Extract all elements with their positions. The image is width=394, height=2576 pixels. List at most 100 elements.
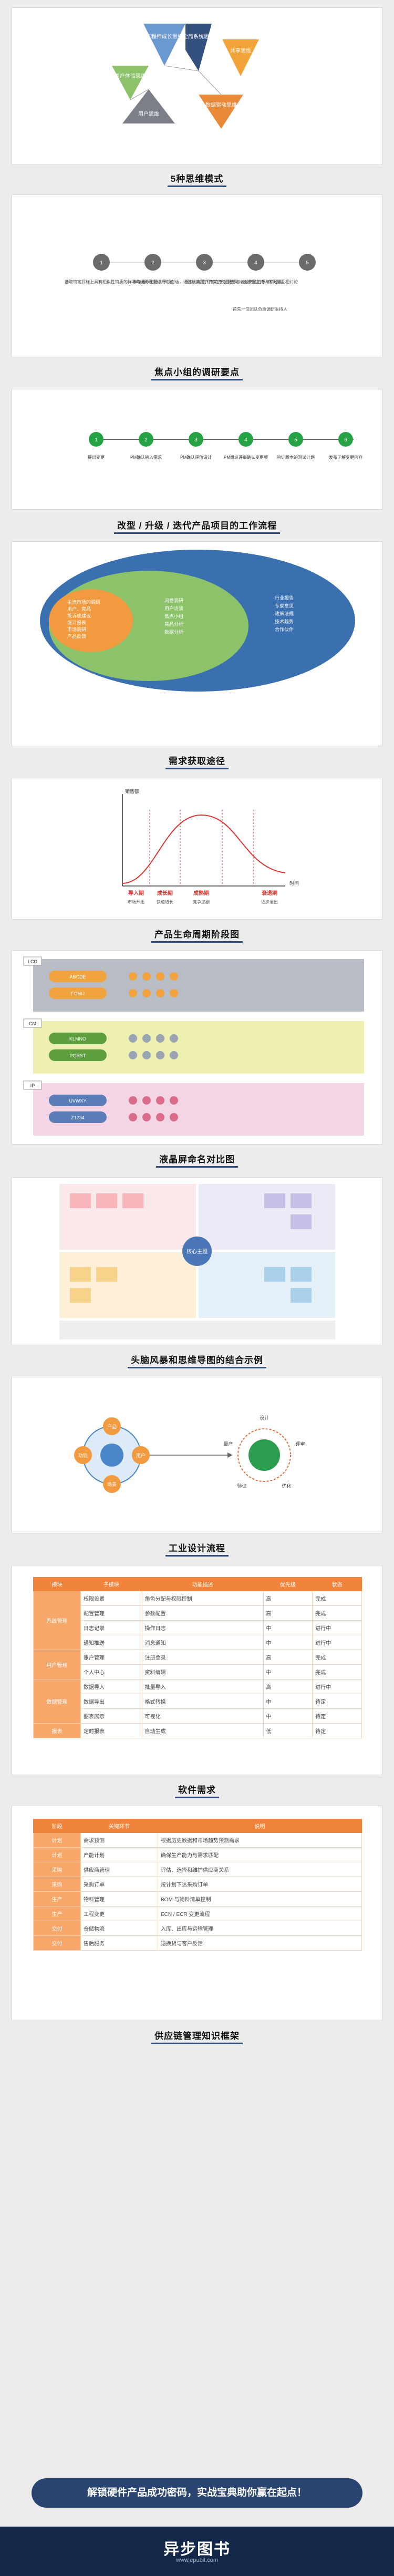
req-middle-item: 竞品分析 bbox=[164, 621, 183, 627]
lcd-dot bbox=[170, 1051, 178, 1059]
req-inner-item: 投诉或建议 bbox=[67, 613, 91, 619]
sw-cell: 完成 bbox=[312, 1664, 362, 1679]
sw-cell: 自动生成 bbox=[141, 1723, 264, 1738]
sw-cell: 日志记录 bbox=[80, 1620, 142, 1635]
sc-cell: 评估、选择和维护供应商关系 bbox=[158, 1862, 362, 1877]
sw-header: 子模块 bbox=[80, 1577, 142, 1591]
lcd-item bbox=[49, 1049, 107, 1061]
footer bbox=[0, 2527, 394, 2576]
lcd-item-label: ABCDE bbox=[69, 974, 86, 980]
sc-cell: 生产 bbox=[33, 1891, 81, 1907]
workflow-step-label: 验证版本的测试计划 bbox=[277, 455, 315, 460]
sc-cell: 计划 bbox=[33, 1847, 81, 1862]
lcd-dot bbox=[129, 989, 137, 997]
sw-cell: 账户管理 bbox=[80, 1650, 142, 1665]
ring-left-label: 用户 bbox=[136, 1452, 146, 1458]
workflow-step-number: 6 bbox=[344, 437, 347, 443]
req-middle-item: 问卷调研 bbox=[164, 597, 183, 603]
sw-cell: 待定 bbox=[312, 1723, 362, 1738]
sc-cell: 交付 bbox=[33, 1921, 81, 1936]
sc-cell: 产能计划 bbox=[80, 1847, 158, 1862]
focus-step-number: 4 bbox=[254, 260, 257, 266]
sw-cell: 格式转换 bbox=[141, 1694, 264, 1709]
lcd-dot bbox=[129, 1034, 137, 1043]
tile-6 bbox=[199, 95, 243, 129]
sw-cell: 配置管理 bbox=[80, 1605, 142, 1621]
sw-cell: 高 bbox=[263, 1650, 313, 1665]
lcd-dot bbox=[142, 1051, 151, 1059]
svg-text:销售额: 销售额 bbox=[125, 788, 139, 794]
caption-industrial: 工业设计流程 bbox=[0, 1541, 394, 1557]
sw-cell: 中 bbox=[263, 1635, 313, 1650]
lcd-dot bbox=[170, 972, 178, 981]
svg-text:全局系统思维: 全局系统思维 bbox=[183, 33, 214, 40]
lcd-dot bbox=[142, 989, 151, 997]
brand-logo: 异步图书 bbox=[163, 2541, 231, 2558]
sw-cell: 中 bbox=[263, 1694, 313, 1709]
sc-cell: 工程变更 bbox=[80, 1906, 158, 1921]
focus-step-number: 5 bbox=[306, 260, 309, 266]
sw-cell: 中 bbox=[263, 1664, 313, 1679]
requirements-panel: 主流市场的调研用户、竞品投诉或建议统计报表市场调研产品反馈 问卷调研用户访谈焦点… bbox=[12, 541, 382, 746]
supply-panel: 阶段关键环节说明 计划需求预测根据历史数据和市场趋势预测需求计划产能计划确保生产… bbox=[12, 1806, 382, 2021]
svg-text:用户体验思维: 用户体验思维 bbox=[115, 73, 146, 79]
req-outer-item: 合作伙伴 bbox=[275, 626, 294, 632]
focus-step-number: 3 bbox=[203, 260, 206, 266]
lifecycle-phase-note: 逐步退出 bbox=[261, 899, 278, 904]
workflow-step-circle bbox=[189, 432, 203, 447]
lcd-dot bbox=[170, 989, 178, 997]
workflow-diagram: 1提出变更2PM确认输入需求3PM确认评估设计4PM组织评审确认变更项5验证版本… bbox=[88, 432, 362, 460]
sw-cell: 参数配置 bbox=[141, 1605, 264, 1621]
lcd-group-tag: IP bbox=[30, 1083, 35, 1088]
ring-right-label: 量产 bbox=[224, 1441, 233, 1447]
sw-cell: 高 bbox=[263, 1591, 313, 1606]
ring-left-label: 场景 bbox=[107, 1482, 117, 1487]
lcd-dot bbox=[129, 1096, 137, 1105]
sc-cell: 计划 bbox=[33, 1832, 81, 1848]
mental-models-diagram: 工程师成长思维 全局系统思维 共享思维 用户体验思维 用户思维 数据驱动思维 bbox=[112, 24, 259, 129]
sc-cell: 采购 bbox=[33, 1862, 81, 1877]
req-middle-item: 用户访谈 bbox=[164, 605, 183, 611]
sw-header: 优先级 bbox=[263, 1577, 313, 1591]
sc-header: 关键环节 bbox=[80, 1819, 158, 1833]
mental-models-panel: 工程师成长思维 全局系统思维 共享思维 用户体验思维 用户思维 数据驱动思维 bbox=[12, 7, 382, 165]
focus-step-circle bbox=[299, 254, 316, 271]
svg-text:数据驱动思维: 数据驱动思维 bbox=[205, 101, 237, 108]
req-inner-item: 用户、竞品 bbox=[67, 606, 91, 612]
lifecycle-phase-note: 竞争加剧 bbox=[193, 899, 210, 904]
lcd-dot bbox=[170, 1034, 178, 1043]
ring-right-label: 设计 bbox=[260, 1415, 269, 1420]
sc-cell: BOM 与物料清单控制 bbox=[158, 1891, 362, 1907]
lcd-item-label: FGHIJ bbox=[71, 991, 85, 996]
req-middle-item: 数据分析 bbox=[164, 629, 183, 635]
sw-group: 系统管理 bbox=[33, 1591, 81, 1650]
lcd-dot bbox=[170, 1096, 178, 1105]
lcd-dot bbox=[142, 1034, 151, 1043]
right-core bbox=[248, 1439, 280, 1471]
lcd-group-tag: LCD bbox=[28, 959, 38, 964]
sw-cell: 完成 bbox=[312, 1591, 362, 1606]
workflow-step-number: 4 bbox=[244, 437, 247, 443]
lcd-dot bbox=[129, 1113, 137, 1121]
sc-cell: 根据历史数据和市场趋势预测需求 bbox=[158, 1832, 362, 1848]
lcd-item bbox=[49, 971, 107, 982]
lcd-item bbox=[49, 1033, 107, 1044]
sw-group: 报表 bbox=[33, 1723, 81, 1738]
sw-header: 功能描述 bbox=[141, 1577, 264, 1591]
caption-software: 软件需求 bbox=[0, 1782, 394, 1798]
caption-lifecycle: 产品生命周期阶段图 bbox=[0, 927, 394, 943]
lcd-dot bbox=[156, 1096, 164, 1105]
svg-text:核心主题: 核心主题 bbox=[186, 1248, 208, 1255]
lifecycle-panel: 销售额 时间 导入期市场开拓成长期快速增长成熟期竞争加剧衰退期逐步退出 bbox=[12, 778, 382, 920]
sw-cell: 进行中 bbox=[312, 1620, 362, 1635]
lcd-item-label: UVWXY bbox=[69, 1098, 86, 1104]
tile-4 bbox=[112, 66, 149, 100]
lcd-item-label: KLMNO bbox=[69, 1036, 86, 1042]
quadrant-panel: 核心主题 bbox=[12, 1177, 382, 1345]
sw-cell: 角色分配与权限控制 bbox=[141, 1591, 264, 1606]
quadrant-bottom-right bbox=[199, 1252, 335, 1318]
